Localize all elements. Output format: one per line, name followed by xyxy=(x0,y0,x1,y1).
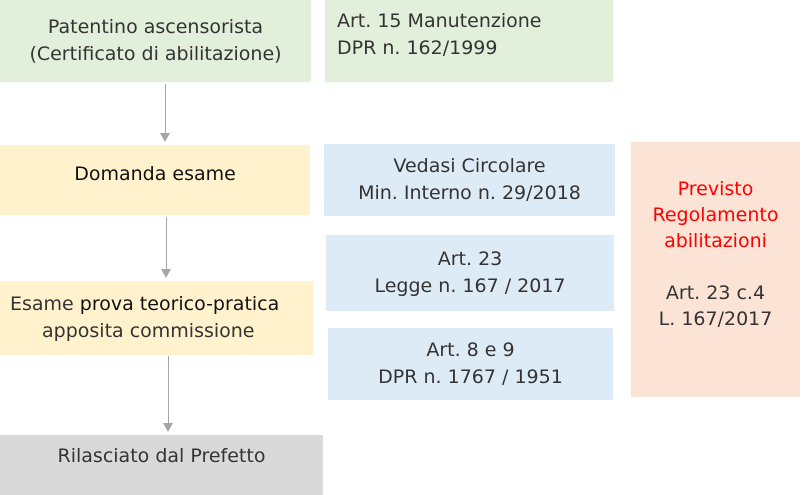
note-line4: Art. 23 c.4 xyxy=(665,282,766,304)
step-rilasciato: Rilasciato dal Prefetto xyxy=(0,435,323,495)
step-esame-emphasis: prova teorico-pratica xyxy=(79,293,280,315)
ref-circolare-line2: Min. Interno n. 29/2018 xyxy=(358,182,581,204)
note-red-line1: Previsto xyxy=(677,178,754,200)
ref-dpr-1767-line1: Art. 8 e 9 xyxy=(426,339,515,361)
ref-legge-line2: Legge n. 167 / 2017 xyxy=(374,275,566,297)
ref-dpr-1767-1951: Art. 8 e 9 DPR n. 1767 / 1951 xyxy=(328,328,613,400)
step-patentino: Patentino ascensorista (Certificato di a… xyxy=(0,0,311,82)
ref-legge-line1: Art. 23 xyxy=(437,248,503,270)
note-red-line2: Regolamento xyxy=(652,204,779,226)
ref-circolare-29-2018: Vedasi Circolare Min. Interno n. 29/2018 xyxy=(324,144,615,216)
step-patentino-line1: Patentino ascensorista xyxy=(47,16,264,38)
step-esame-line2: apposita commissione xyxy=(42,320,255,342)
ref-dpr-162-1999-line2: DPR n. 162/1999 xyxy=(337,37,498,59)
step-domanda-esame-label: Domanda esame xyxy=(74,163,236,185)
arrow-down-icon xyxy=(160,84,170,142)
step-esame-prefix: Esame xyxy=(10,293,80,315)
step-esame-line1: Esame prova teorico-pratica xyxy=(10,291,279,318)
ref-circolare-line1: Vedasi Circolare xyxy=(393,155,546,177)
arrow-down-icon xyxy=(163,356,173,432)
ref-dpr-162-1999: Art. 15 Manutenzione DPR n. 162/1999 xyxy=(325,0,613,82)
step-patentino-line2: (Certificato di abilitazione) xyxy=(29,43,282,65)
note-red-line3: abilitazioni xyxy=(664,230,767,252)
ref-dpr-1767-line2: DPR n. 1767 / 1951 xyxy=(378,366,563,388)
ref-dpr-162-1999-line1: Art. 15 Manutenzione xyxy=(337,10,542,32)
step-rilasciato-label: Rilasciato dal Prefetto xyxy=(57,445,266,467)
arrow-down-icon xyxy=(161,217,171,278)
step-esame: Esame prova teorico-pratica apposita com… xyxy=(0,281,313,355)
note-regolamento: Previsto Regolamento abilitazioni Art. 2… xyxy=(631,142,800,397)
ref-legge-167-2017: Art. 23 Legge n. 167 / 2017 xyxy=(326,235,614,311)
step-domanda-esame: Domanda esame xyxy=(0,145,310,215)
note-line5: L. 167/2017 xyxy=(658,308,773,330)
